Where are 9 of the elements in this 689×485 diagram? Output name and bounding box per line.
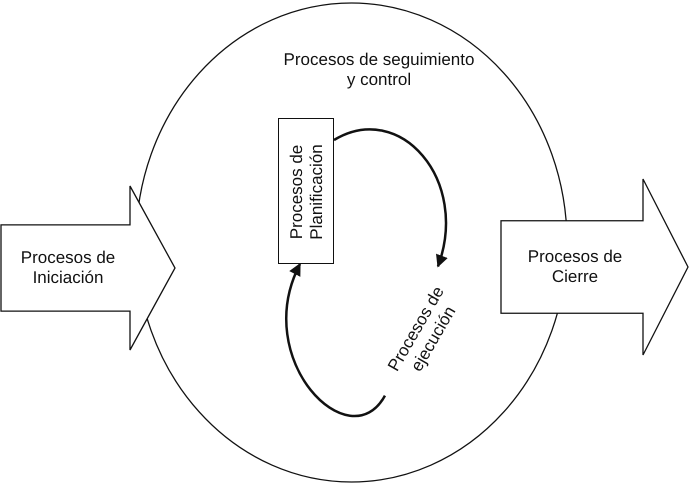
process-label: Procesos de Iniciación: [20, 248, 116, 288]
process-label: Procesos de Cierre: [526, 247, 624, 287]
process-label: Procesos de seguimiento y control: [283, 50, 475, 90]
process-box: [278, 118, 334, 264]
block-arrow: [0, 185, 176, 351]
curved-arrow: [285, 262, 386, 417]
process-label: Procesos de Planificación: [287, 143, 327, 242]
block-arrow: [500, 178, 689, 356]
curved-arrow: [333, 128, 448, 268]
